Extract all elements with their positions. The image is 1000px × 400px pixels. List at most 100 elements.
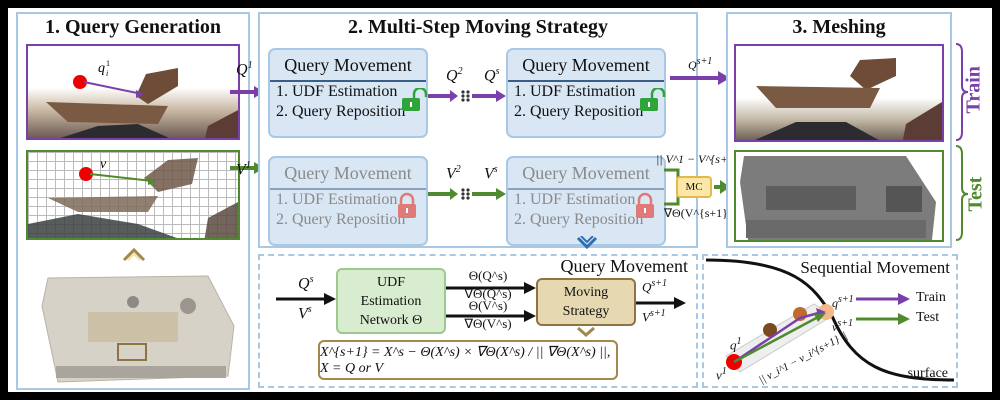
scene-pointcloud-image [38, 266, 238, 386]
rock-top [850, 58, 896, 90]
chevron-down-icon [576, 236, 598, 250]
block-title: Query Movement [508, 50, 664, 82]
surface-label: surface [907, 366, 948, 381]
udf-to-strategy-arrows [446, 282, 536, 322]
block-title: Query Movement [270, 158, 426, 190]
svg-text:1: 1 [106, 59, 110, 68]
start-q-label: q1 [730, 336, 742, 353]
lock-closed-icon [636, 192, 654, 218]
step-query-reposition: 2. Query Reposition [276, 211, 406, 228]
sequential-movement-svg [705, 258, 955, 382]
output-v-label: Vs+1 [642, 308, 666, 325]
moving-strategy-panel: 2. Multi-Step Moving Strategy Query Move… [258, 12, 698, 250]
legend-test-label: Test [916, 310, 940, 325]
table [88, 312, 178, 342]
output-arrow [636, 297, 686, 309]
train-scene-svg: q 1 i [46, 59, 238, 138]
ellipsis-icon [461, 188, 470, 200]
query-generation-panel: 1. Query Generation q 1 i [16, 12, 250, 390]
train-step2-label: Q2 [446, 66, 463, 85]
train-query-movement-block-1: Query Movement 1. UDF Estimation 2. Quer… [268, 48, 428, 138]
braces [955, 43, 969, 241]
chevron-up-icon [122, 247, 146, 262]
moving-strategy-title: 2. Multi-Step Moving Strategy [348, 16, 608, 38]
chevron-down-small-icon [577, 326, 595, 337]
moving-strategy-formula: X^{s+1} = X^s − Θ(X^s) × ∇Θ(X^s) / || ∇Θ… [318, 340, 618, 380]
train-output-arrow [670, 71, 730, 85]
intermediate-arrows [428, 90, 506, 200]
cabinets [56, 366, 226, 378]
train-path [733, 310, 823, 364]
edge-v-value: Θ(V^s) [468, 298, 508, 313]
rock-bottom [28, 214, 177, 238]
output-q-label: Qs+1 [642, 278, 668, 295]
edge-q-value: Θ(Q^s) [468, 268, 508, 283]
rock-middle [756, 86, 880, 108]
query-point [79, 167, 93, 181]
step-query-reposition: 2. Query Reposition [276, 103, 406, 120]
rock-middle [46, 102, 168, 124]
test-step2-label: V2 [446, 164, 461, 183]
train-mesh-image [734, 44, 944, 142]
sequential-movement-panel: Sequential Movement Train Test q1 v1 qs+… [702, 254, 958, 388]
cabinet-mesh [746, 220, 926, 238]
step-udf-estimation: 1. UDF Estimation [276, 83, 398, 100]
test-scene-svg: v [28, 157, 238, 238]
lock-open-icon [640, 88, 666, 111]
step-query-reposition: 2. Query Reposition [514, 211, 644, 228]
test-steps-label: Vs [484, 164, 498, 183]
train-input-label: Q1 [236, 60, 253, 79]
test-query-movement-block-2: Query Movement 1. UDF Estimation 2. Quer… [506, 156, 666, 246]
rock-top [136, 68, 178, 104]
test-output-connector [664, 168, 730, 206]
query-movement-detail-title: Query Movement [560, 256, 688, 276]
edge-v-gradient: ∇Θ(V^s) [464, 316, 512, 331]
train-brace [955, 43, 969, 141]
test-grid-image: v [26, 150, 240, 240]
input-arrow [276, 293, 336, 305]
marching-cubes-box: MC [676, 176, 712, 198]
step-udf-estimation: 1. UDF Estimation [514, 191, 636, 208]
rock-bottom [755, 122, 879, 140]
query-arrowhead [148, 177, 156, 185]
rock-top [144, 158, 198, 192]
rock-right [204, 202, 238, 238]
train-side-label: Train [962, 66, 985, 114]
rock-bottom [60, 124, 170, 138]
query-arrow [83, 81, 143, 95]
figure: 1. Query Generation q 1 i [8, 8, 992, 392]
test-point-label: v [100, 157, 107, 172]
input-q-label: Qs [298, 274, 314, 293]
table-mesh [766, 186, 856, 210]
test-query-movement-block-1: Query Movement 1. UDF Estimation 2. Quer… [268, 156, 428, 246]
moving-strategy-box: Moving Strategy [536, 278, 636, 326]
meshing-title: 3. Meshing [792, 16, 886, 38]
query-point [73, 75, 87, 89]
svg-text:i: i [106, 69, 108, 78]
query-arrowhead [136, 90, 144, 98]
step-udf-estimation: 1. UDF Estimation [276, 191, 398, 208]
end-v-label: vs+1 [832, 318, 853, 334]
end-q-label: qs+1 [832, 294, 854, 310]
highlight-box [117, 343, 147, 361]
input-v-label: Vs [298, 304, 312, 323]
ellipsis-icon [461, 90, 470, 102]
lock-closed-icon [398, 192, 416, 218]
step-query-reposition: 2. Query Reposition [514, 103, 644, 120]
test-input-label: V1 [236, 160, 251, 179]
query-point-label: q [98, 61, 105, 76]
query-movement-detail-panel: Query Movement Qs Vs UDF Estimation Netw… [258, 254, 698, 388]
query-generation-title: 1. Query Generation [44, 16, 222, 38]
query-arrow [89, 173, 153, 182]
sequential-movement-title: Sequential Movement [800, 258, 950, 277]
test-path [733, 314, 821, 364]
lock-open-icon [402, 88, 428, 111]
edge-q-gradient: ∇Θ(Q^s) [464, 286, 512, 301]
test-mesh-image [734, 150, 944, 242]
intermediate-point-1 [763, 323, 777, 337]
rock-right [205, 110, 238, 138]
legend-train-label: Train [916, 290, 946, 305]
gradient-label: ∇Θ(V^{s+1}) [664, 206, 732, 220]
train-steps-label: Qs [484, 66, 500, 85]
train-output-label: Qs+1 [688, 56, 713, 72]
